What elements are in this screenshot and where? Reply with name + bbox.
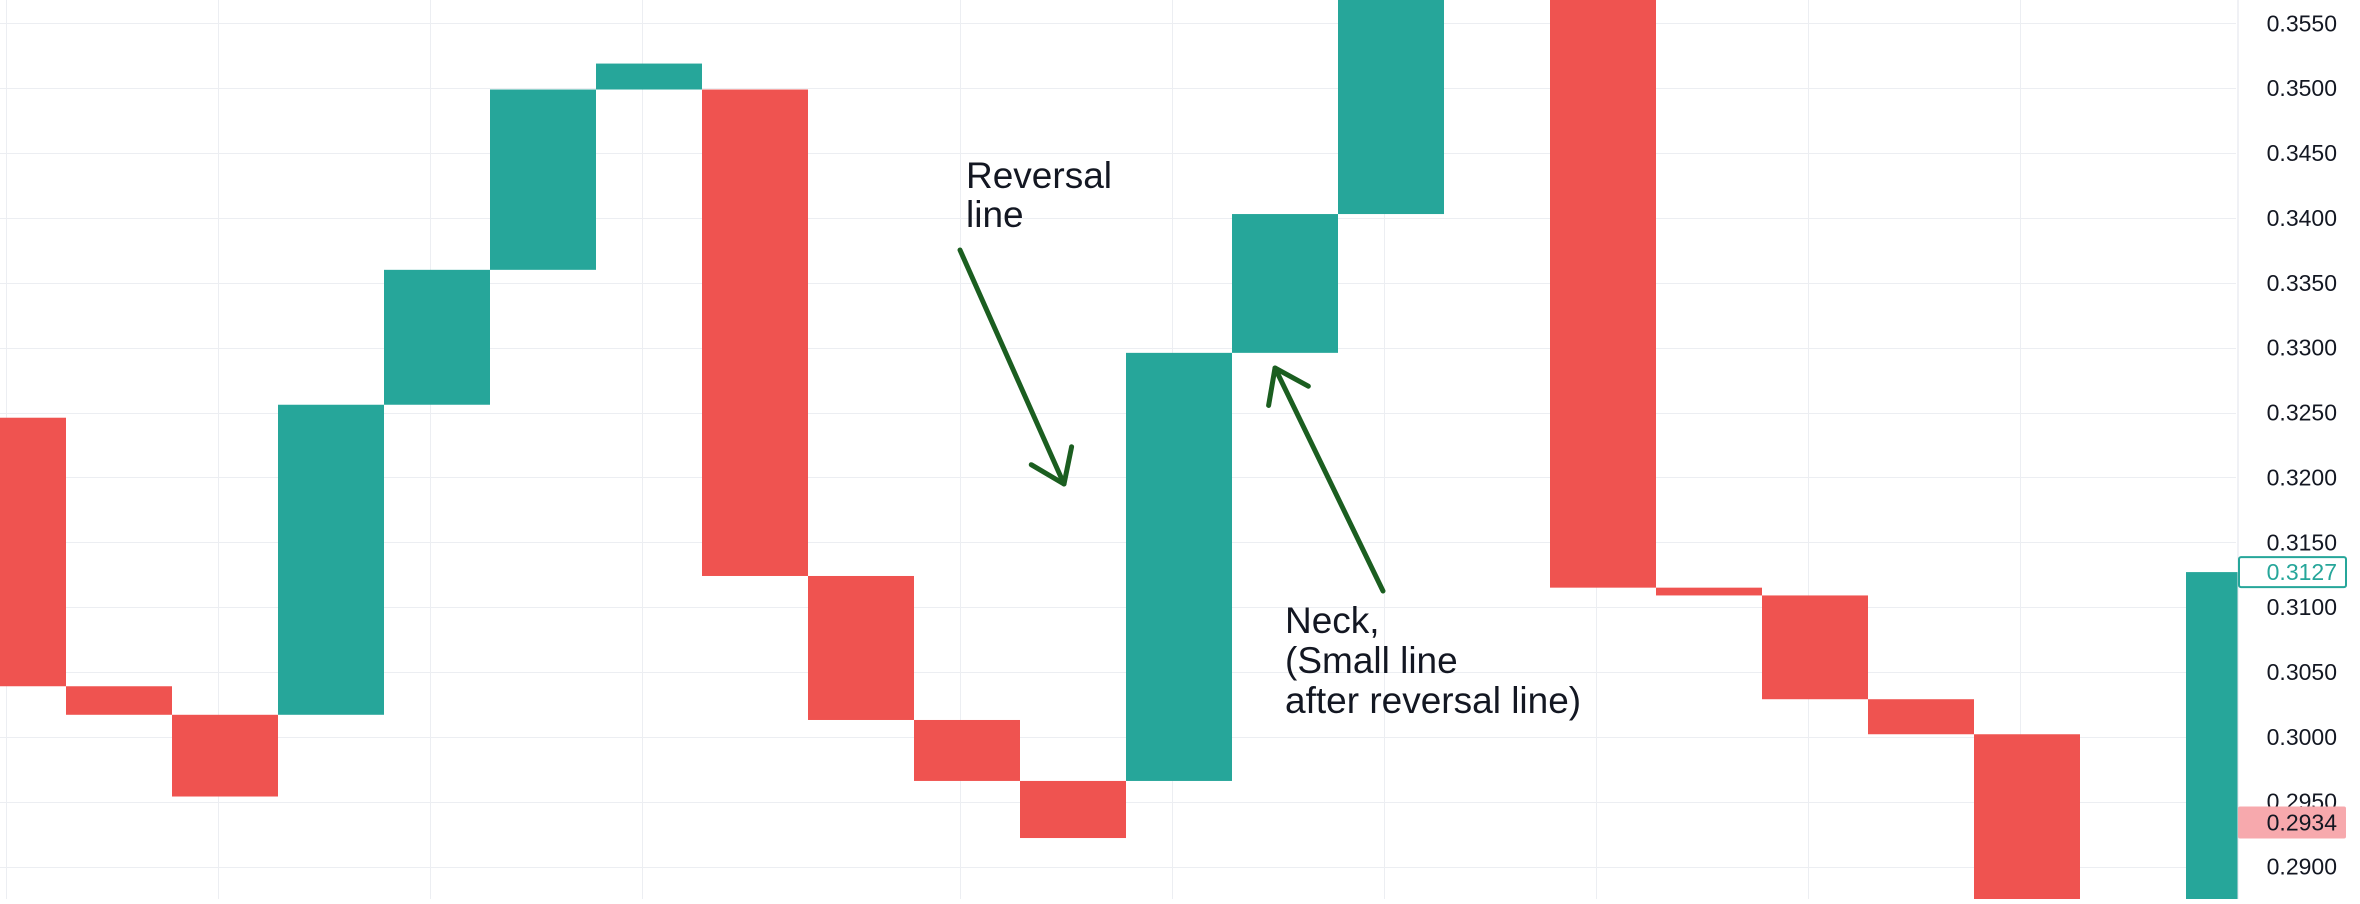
y-tick-label: 0.3100 <box>2267 594 2337 620</box>
price-tag: 0.2934 <box>2238 806 2346 839</box>
line-break-bar-down <box>1020 780 1126 839</box>
y-tick-label: 0.3300 <box>2267 335 2337 361</box>
line-break-bar-up <box>1338 0 1444 215</box>
annotation-line: after reversal line) <box>1285 680 1581 721</box>
price-axis[interactable]: 0.3550 0.3500 0.3450 0.3400 0.3350 0.3300 0.32… <box>2237 0 2360 899</box>
line-break-bar-down <box>1762 595 1868 700</box>
annotation-arrow <box>957 247 1075 487</box>
line-break-bar-up <box>278 404 384 715</box>
line-break-bar-down <box>1550 0 1656 588</box>
line-break-bar-down <box>0 417 66 687</box>
line-break-bar-down <box>172 714 278 797</box>
annotation-line: Neck, <box>1285 600 1380 641</box>
y-tick-label: 0.3200 <box>2267 464 2337 490</box>
y-tick-label: 0.3350 <box>2267 270 2337 296</box>
price-tag-label: 0.3127 <box>2267 559 2337 585</box>
line-break-bar-down <box>914 719 1020 781</box>
line-break-bar-down <box>1868 699 1974 735</box>
line-break-bar-up <box>384 269 490 405</box>
price-tag-label: 0.2934 <box>2267 809 2338 835</box>
line-break-bar-down <box>1974 734 2080 899</box>
y-tick-label: 0.3400 <box>2267 205 2337 231</box>
price-tag-box <box>2238 556 2347 589</box>
line-break-bar-up <box>1126 352 1232 781</box>
line-break-bar-up <box>490 89 596 270</box>
price-axis-background <box>2238 0 2360 899</box>
line-break-bar-down <box>66 686 172 715</box>
y-tick-label: 0.3500 <box>2267 75 2337 101</box>
arrow-head <box>1028 444 1075 487</box>
y-tick-label: 0.3050 <box>2267 659 2337 685</box>
line-break-bar-down <box>702 89 808 576</box>
annotation-arrow <box>1266 365 1386 594</box>
y-tick-label: 0.3550 <box>2267 10 2337 36</box>
line-break-bar-up <box>596 63 702 90</box>
line-break-bar-up <box>1232 214 1338 353</box>
arrow-shaft <box>957 247 1067 487</box>
price-tag-box <box>2238 806 2346 839</box>
line-break-bar-down <box>1656 587 1762 596</box>
chart-bars <box>0 0 2292 899</box>
line-break-bar-down <box>808 575 914 720</box>
y-tick-label: 0.2900 <box>2267 854 2337 880</box>
price-tags: 0.3127 0.2934 <box>2238 556 2347 839</box>
y-tick-label: 0.3250 <box>2267 400 2337 426</box>
arrow-shaft <box>1272 365 1386 594</box>
y-tick-label: 0.3450 <box>2267 140 2337 166</box>
arrow-head <box>1266 365 1311 408</box>
y-tick-label: 0.3150 <box>2267 529 2337 555</box>
price-tag: 0.3127 <box>2238 556 2347 589</box>
annotation-line: (Small line <box>1285 640 1458 681</box>
annotation-line: line <box>966 194 1024 235</box>
annotation-line: Reversal <box>966 155 1112 196</box>
y-tick-label: 0.3000 <box>2267 724 2337 750</box>
